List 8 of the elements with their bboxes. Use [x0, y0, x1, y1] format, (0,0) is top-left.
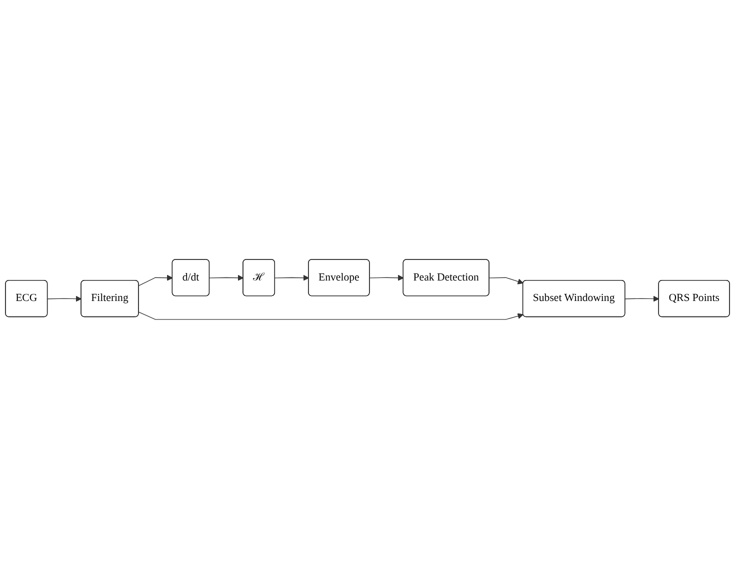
arrow [489, 277, 524, 284]
arrow [209, 274, 244, 281]
arrow [138, 312, 524, 320]
arrow [369, 274, 404, 281]
arrow [624, 296, 660, 302]
arrow [274, 274, 310, 281]
arrow [138, 274, 173, 286]
arrow [47, 296, 82, 302]
